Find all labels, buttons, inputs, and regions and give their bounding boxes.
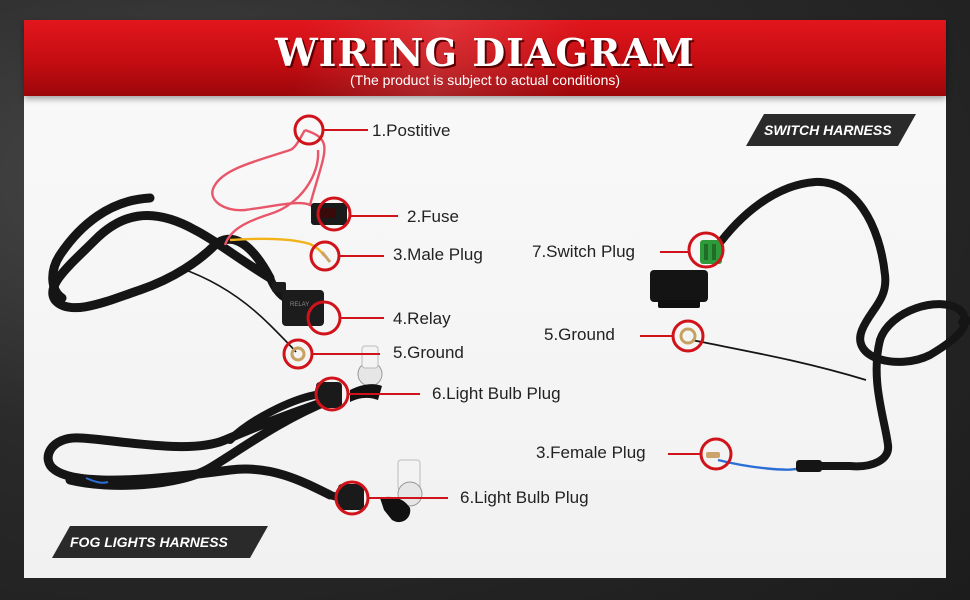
diagram-panel <box>24 20 946 578</box>
callout-ring-fuse <box>316 196 352 232</box>
fog-lights-harness-tag: FOG LIGHTS HARNESS <box>52 526 268 558</box>
page-subtitle: (The product is subject to actual condit… <box>349 72 621 88</box>
switch-harness-tag: SWITCH HARNESS <box>746 114 916 146</box>
label-positive: 1.Postitive <box>372 121 451 140</box>
ground-terminal-right-icon <box>679 327 697 345</box>
label-ground-right: 5.Ground <box>544 325 615 344</box>
fuse-holder-icon <box>311 203 347 225</box>
label-female-plug: 3.Female Plug <box>536 443 646 462</box>
ground-wire-left <box>179 267 297 353</box>
callout-ring-positive <box>293 114 325 146</box>
ground-terminal-left-icon <box>290 346 306 362</box>
callout-ring-switch-plug <box>687 231 725 269</box>
male-plug-wire <box>229 237 326 257</box>
positive-wire <box>211 128 326 212</box>
label-ground-left: 5.Ground <box>393 343 464 362</box>
callout-ring-ground-left <box>282 338 314 370</box>
page-title: WIRING DIAGRAM <box>274 30 695 75</box>
female-plug-tip <box>706 452 720 458</box>
callout-ring-male-plug <box>309 240 341 272</box>
callout-markers <box>282 114 733 516</box>
banner-shine <box>24 20 946 96</box>
lower-light-bulb-icon <box>338 459 423 523</box>
relay-icon: RELAY <box>272 282 324 326</box>
ground-wire-right <box>691 339 867 381</box>
upper-light-bulb-icon <box>316 345 383 408</box>
label-bulb-plug-upper: 6.Light Bulb Plug <box>432 384 561 403</box>
female-plug-sleeve <box>796 460 822 472</box>
svg-text:RELAY: RELAY <box>290 302 309 308</box>
label-relay: 4.Relay <box>393 309 451 328</box>
positive-wire-lower <box>223 149 320 246</box>
label-bulb-plug-lower: 6.Light Bulb Plug <box>460 488 589 507</box>
header-banner: WIRING DIAGRAM (The product is subject t… <box>24 20 946 96</box>
switch-harness-cable <box>712 177 970 471</box>
label-fuse: 2.Fuse <box>407 207 459 226</box>
male-plug-pin <box>320 251 332 263</box>
label-male-plug: 3.Male Plug <box>393 245 483 264</box>
callout-ring-ground-right <box>671 319 705 353</box>
label-switch-plug: 7.Switch Plug <box>532 242 635 261</box>
switch-plug-icon <box>650 240 722 308</box>
blue-tail-wire <box>85 477 109 484</box>
